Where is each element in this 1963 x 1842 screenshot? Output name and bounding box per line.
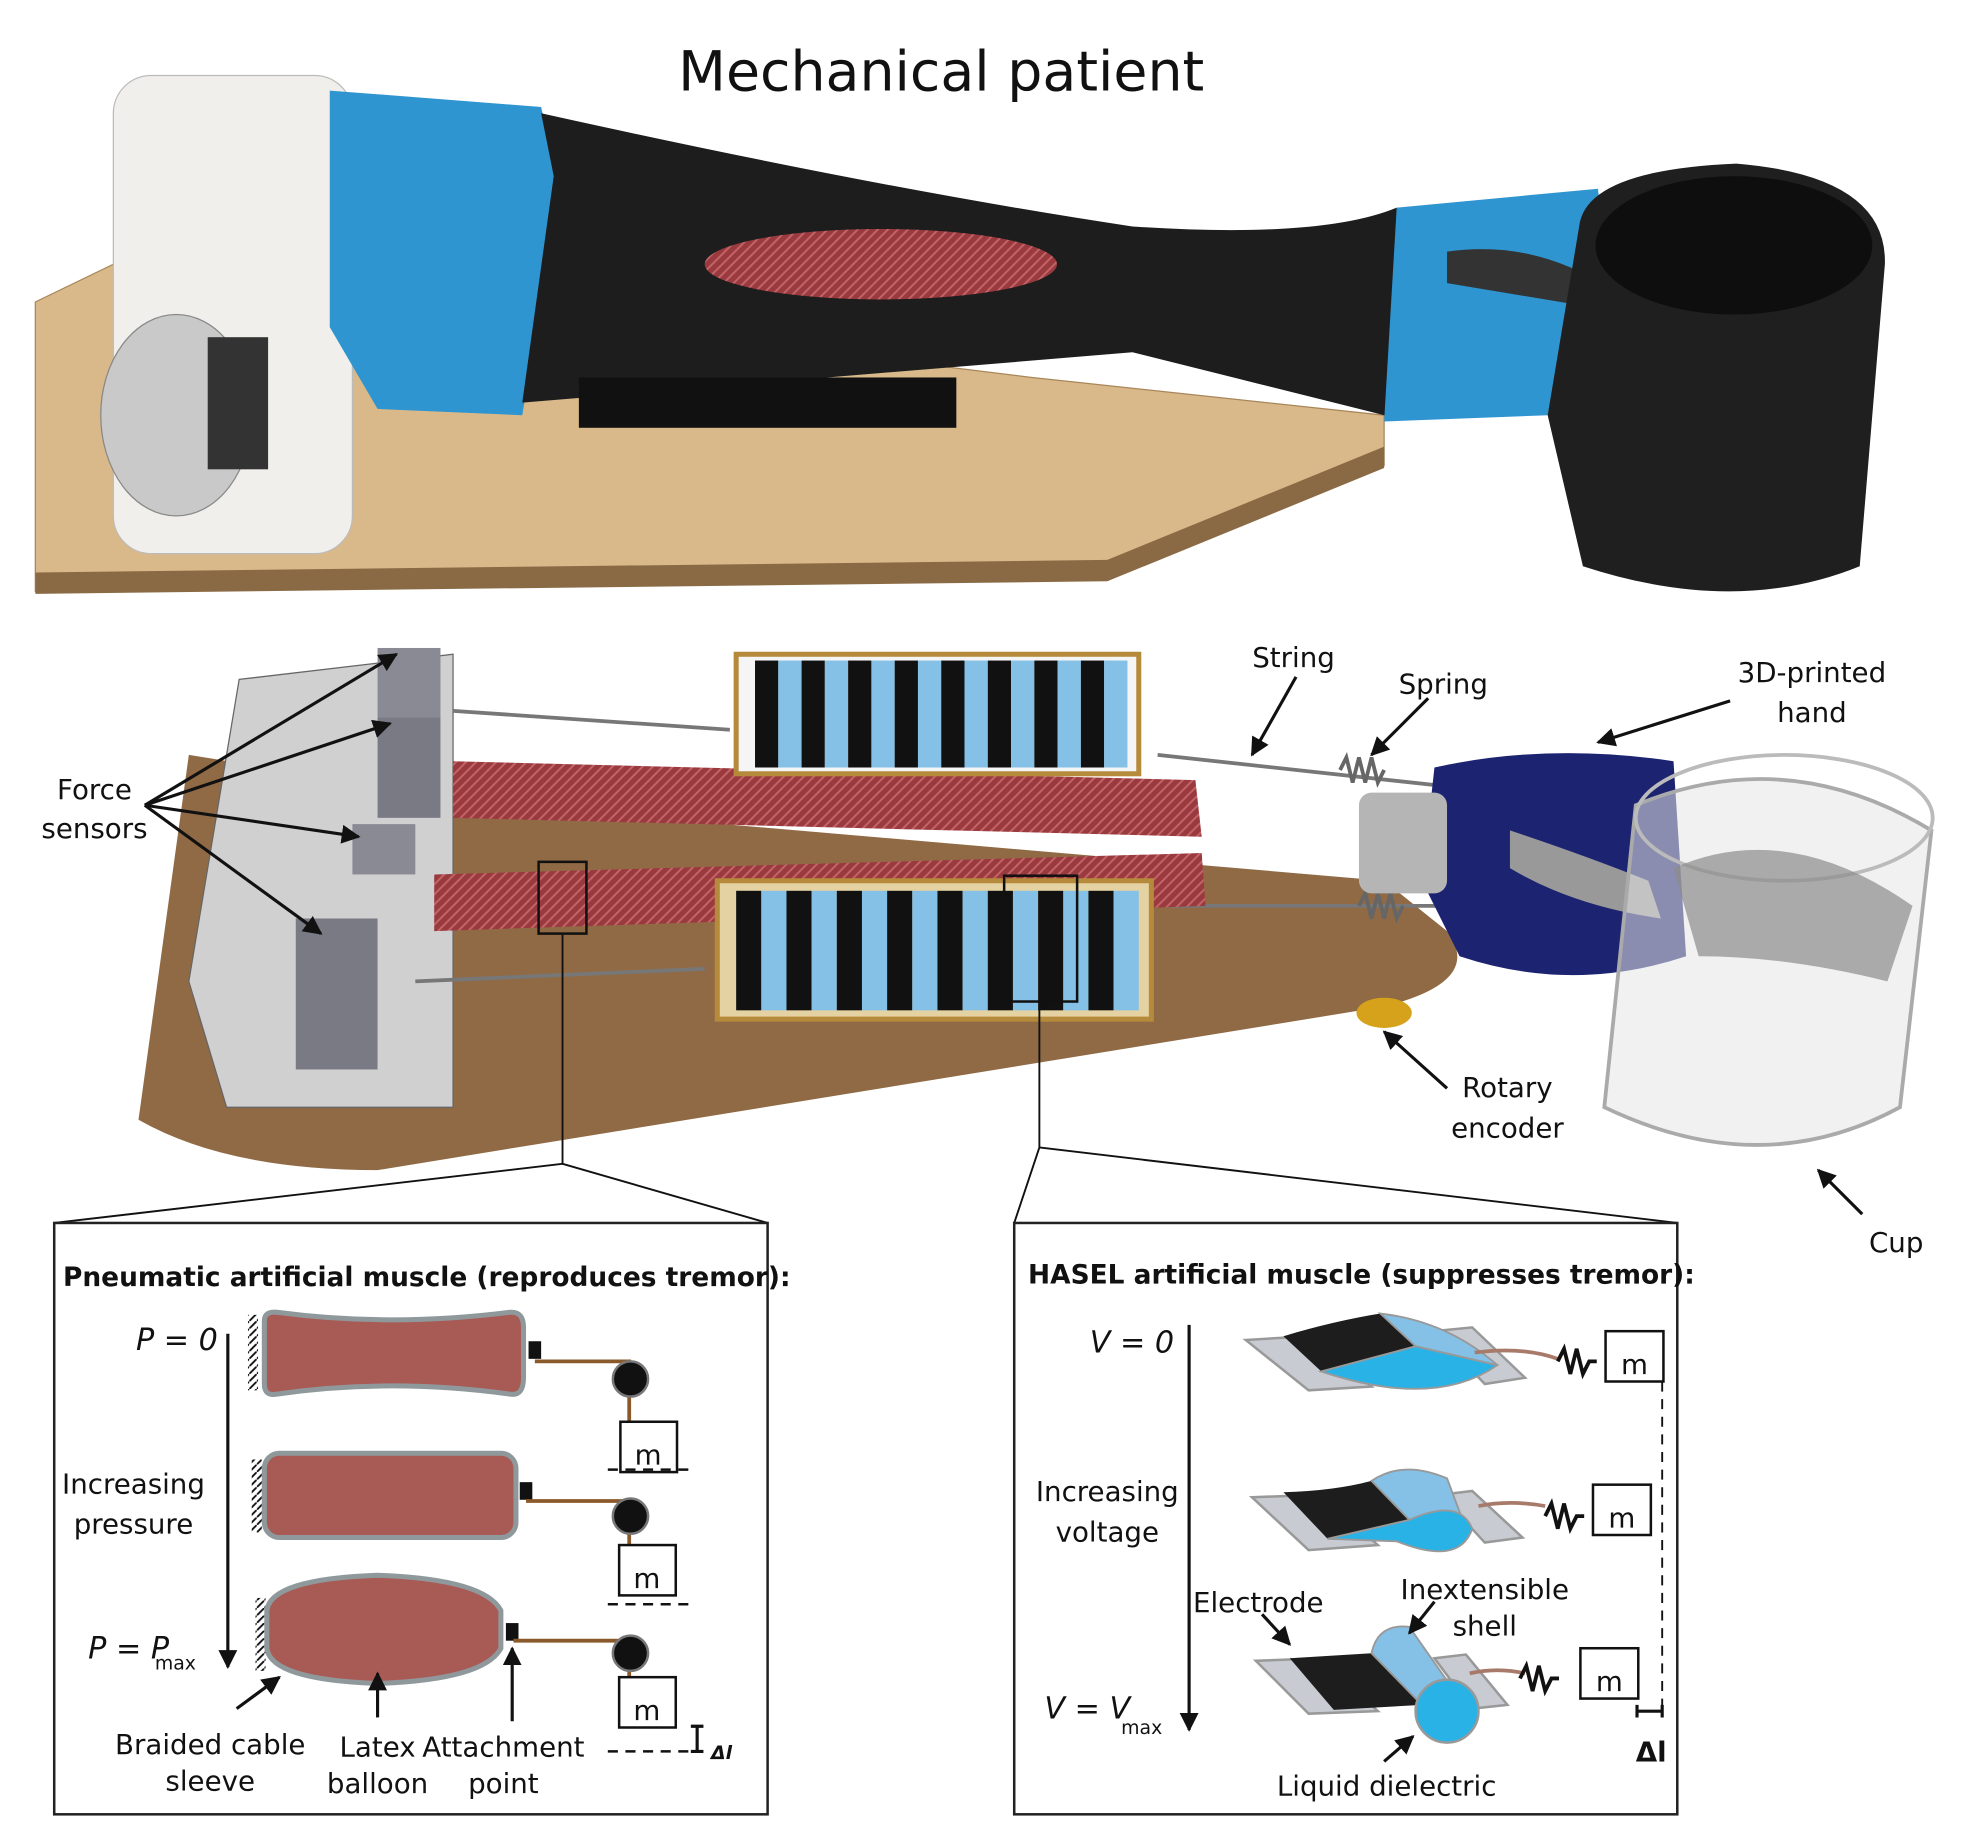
hasel-pouch-stripe <box>912 890 938 1011</box>
hasel-pouch-stripe <box>786 890 812 1011</box>
inextensible-shell-label: shell <box>1453 1610 1517 1643</box>
increasing-voltage-label: voltage <box>1056 1515 1159 1548</box>
braided-sleeve-label: sleeve <box>165 1764 255 1797</box>
spring-label: Spring <box>1399 667 1488 700</box>
v-zero-label: V = 0 <box>1090 1326 1174 1361</box>
spring <box>1338 752 1386 789</box>
pneumatic-muscle-relaxed <box>261 1309 527 1397</box>
attachment-point-label: Attachment <box>422 1730 584 1763</box>
hasel-pouch-stripe <box>871 660 895 768</box>
hand-label: 3D-printed <box>1738 656 1887 689</box>
delta-l-label: Δl <box>1636 1735 1667 1768</box>
hasel-pouch-stripe <box>1012 890 1039 1011</box>
rotary-encoder <box>1356 997 1412 1028</box>
hasel-actuator-mid <box>1248 1468 1526 1553</box>
attachment-point-label: point <box>468 1767 539 1800</box>
mechanical-patient-photo: Mechanical patient <box>34 41 1885 594</box>
hasel-panel: HASEL artificial muscle (suppresses trem… <box>1012 1221 1695 1816</box>
hand-label: hand <box>1777 696 1847 729</box>
p-max-label: P = P <box>88 1631 170 1666</box>
latex-balloon-label: Latex <box>339 1730 415 1763</box>
hasel-pouch-stripe <box>824 660 849 768</box>
hasel-pouch-stripe <box>1057 660 1081 768</box>
hasel-pouch-stripe <box>861 890 888 1011</box>
string-label: String <box>1252 641 1335 674</box>
braided-muscle-visible <box>704 228 1057 300</box>
figure-title: Mechanical patient <box>678 41 1204 105</box>
increasing-pressure-label: Increasing <box>62 1467 205 1500</box>
hasel-pouch-stripe <box>778 660 802 768</box>
v-max-label: V = V <box>1044 1692 1132 1727</box>
hasel-actuator-contracted <box>1252 1625 1510 1744</box>
pneumatic-title: Pneumatic artificial muscle (reproduces … <box>63 1262 791 1293</box>
interface-load-cell <box>207 337 269 470</box>
mass-label: m <box>1608 1501 1635 1534</box>
p-max-subscript: max <box>155 1653 196 1675</box>
blue-hand <box>1384 188 1611 422</box>
hasel-pouch-stripe <box>964 660 988 768</box>
force-sensors-label: sensors <box>41 812 147 845</box>
force-sensor <box>352 824 416 875</box>
increasing-voltage-label: Increasing <box>1036 1475 1179 1508</box>
hasel-pouch-stripe <box>1113 890 1139 1011</box>
hasel-pouch-stripe <box>848 660 872 768</box>
cup-label: Cup <box>1869 1226 1923 1259</box>
force-sensors-label: Force <box>57 773 132 806</box>
hasel-pouch-stripe <box>1088 890 1114 1011</box>
latex-balloon-label: balloon <box>327 1767 428 1800</box>
v-max-subscript: max <box>1121 1717 1162 1739</box>
force-sensor <box>295 918 378 1070</box>
hasel-pouch-stripe <box>887 890 913 1011</box>
hasel-pouch-stripe <box>1080 660 1105 768</box>
hasel-pouch-stripe <box>962 890 988 1011</box>
cad-render <box>138 647 1935 1171</box>
hasel-pouch-stripe <box>941 660 965 768</box>
mass-label: m <box>635 1439 662 1472</box>
pneumatic-panel: Pneumatic artificial muscle (reproduces … <box>52 1221 791 1816</box>
mass-label: m <box>1596 1665 1623 1698</box>
hasel-pouch-stripe <box>811 890 837 1011</box>
hasel-pouch-stripe <box>761 890 787 1011</box>
hasel-pouch-stripe <box>1038 890 1064 1011</box>
hasel-pouch-stripe <box>1104 660 1128 768</box>
hasel-pouch-stripe <box>1034 660 1058 768</box>
p-zero-label: P = 0 <box>136 1323 218 1358</box>
inextensible-shell-label: Inextensible <box>1401 1573 1569 1606</box>
hasel-actuator-relaxed <box>1242 1312 1528 1392</box>
mass-label: m <box>633 1562 660 1595</box>
hasel-pouch-stripe <box>736 890 762 1011</box>
spring <box>1357 887 1405 924</box>
braided-sleeve-label: Braided cable <box>115 1728 305 1761</box>
hasel-stack-top <box>733 651 1142 777</box>
blue-elbow-sleeve <box>329 90 561 416</box>
delta-l-label: Δl <box>709 1742 733 1764</box>
rotary-encoder-label: encoder <box>1451 1111 1564 1144</box>
liquid-dielectric-label: Liquid dielectric <box>1277 1769 1497 1802</box>
pneumatic-muscle-mid <box>261 1450 519 1541</box>
hasel-stack-bottom <box>714 878 1154 1022</box>
hasel-pouch-stripe <box>755 660 779 768</box>
pneumatic-muscle-top <box>453 761 1202 837</box>
hasel-title: HASEL artificial muscle (suppresses trem… <box>1028 1259 1695 1290</box>
rotary-encoder-label: Rotary <box>1462 1071 1552 1104</box>
hasel-pouch-stripe <box>937 890 963 1011</box>
hasel-pouch-stripe <box>894 660 918 768</box>
mass-label: m <box>1621 1348 1648 1381</box>
hasel-pouch-stripe <box>801 660 825 768</box>
force-sensor <box>377 717 441 818</box>
mass-label: m <box>633 1694 660 1727</box>
hasel-pouch-stripe <box>987 660 1012 768</box>
pneumatic-muscle-contracted <box>264 1572 504 1686</box>
hasel-pouch-stripe <box>987 890 1013 1011</box>
hasel-pouch-stripe <box>1011 660 1035 768</box>
hasel-pouch-stripe <box>836 890 862 1011</box>
increasing-pressure-label: pressure <box>74 1508 194 1541</box>
electrode-label: Electrode <box>1193 1586 1324 1619</box>
callouts: Force sensors String Spring 3D-printed h… <box>41 641 1923 1259</box>
hasel-pouch-stripe <box>917 660 942 768</box>
